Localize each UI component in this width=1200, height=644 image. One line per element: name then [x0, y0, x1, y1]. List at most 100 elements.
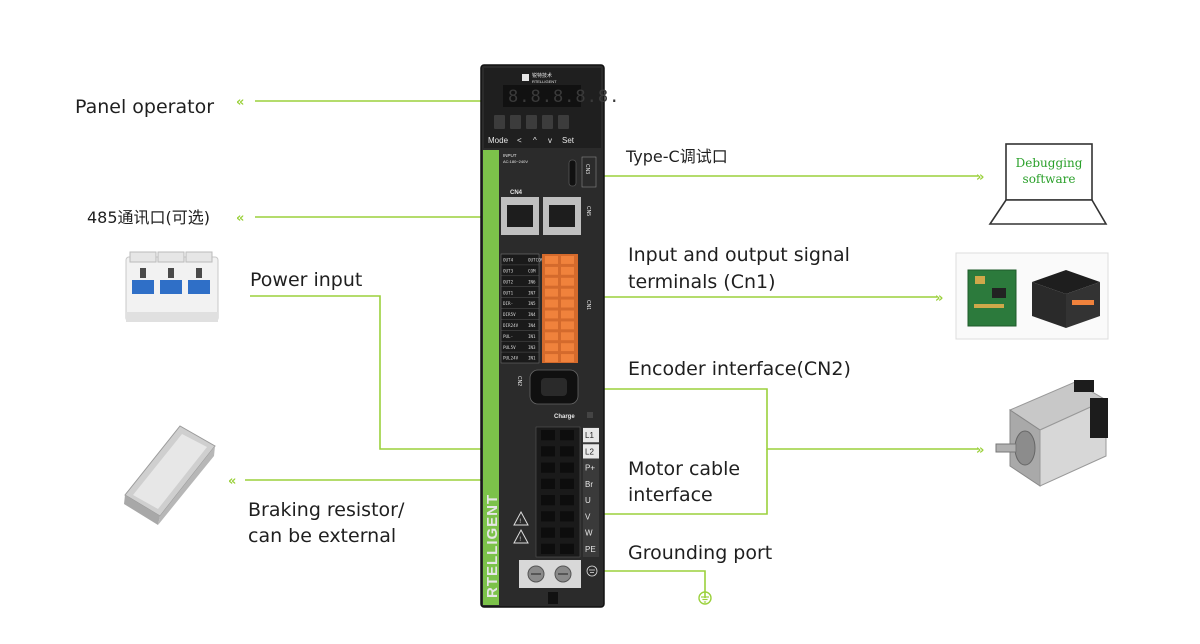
double-chevron-left-icon: « [236, 95, 244, 110]
power-terminal-slot [560, 446, 574, 457]
power-terminal-label: L2 [585, 447, 594, 456]
leader-lines [245, 100, 978, 598]
cn1-row-right-label: COM [528, 269, 536, 274]
cn1-row-left-label: PUL5V [503, 345, 516, 350]
key-up: ^ [533, 136, 537, 145]
cn1-row-right-label: IN3 [528, 345, 536, 350]
double-chevron-right-icon: » [976, 170, 984, 185]
laptop-screen-line2: software [1023, 172, 1076, 186]
laptop-image: Debugging software [988, 143, 1108, 225]
svg-text:!: ! [519, 518, 521, 525]
servo-driver: 锐特技术 RTELLIGENT 8.8.8.8.8. Mode < ^ v Se… [480, 64, 620, 608]
cn1-row-right-label: OUTCOM [528, 258, 544, 263]
circuit-breaker-image [125, 251, 219, 322]
power-terminal-slot [541, 430, 555, 441]
power-terminal-slot [541, 511, 555, 522]
callout-io-line2: terminals (Cn1) [628, 271, 776, 293]
cn1-row-left-label: DIR24V [503, 323, 519, 328]
cn1-pin [545, 299, 558, 308]
power-terminal-slot [560, 495, 574, 506]
cn1-pin [561, 299, 574, 308]
warning-icon: ! ! [513, 510, 529, 544]
power-terminal-label: W [585, 529, 593, 538]
cn1-pin [545, 343, 558, 352]
key-left: < [517, 136, 522, 145]
power-terminal-slot [560, 543, 574, 554]
double-chevron-left-icon: « [228, 474, 236, 489]
cn5-label: CN5 [585, 206, 591, 216]
cn1-row-left-label: OUT3 [503, 269, 514, 274]
cn1-pin [545, 332, 558, 341]
cn1-pin [561, 288, 574, 297]
callout-485-port: 485通讯口(可选) [87, 208, 211, 227]
cn1-row-left-label: PUL- [503, 334, 513, 339]
cn4-label: CN4 [510, 190, 523, 196]
cn1-row-left-label: DIR5V [503, 312, 516, 317]
power-terminal-slot [560, 527, 574, 538]
power-terminal-label: L1 [585, 431, 594, 440]
cn1-row-right-label: IN5 [528, 301, 536, 306]
cn1-row-right-label: IN4 [528, 312, 536, 317]
power-terminal-slot [541, 478, 555, 489]
seven-segment-display: 8.8.8.8.8. [508, 87, 620, 107]
cn1-pin [545, 288, 558, 297]
cn1-row-left-label: OUT2 [503, 279, 514, 284]
cn1-pins [545, 256, 574, 362]
charge-label: Charge [554, 414, 575, 420]
cn1-pin [561, 266, 574, 275]
double-chevron-right-icon: » [976, 443, 984, 458]
callout-power-input: Power input [250, 269, 363, 291]
cn1-pin [561, 354, 574, 362]
leader-power-input [250, 295, 548, 450]
type-c-port [568, 159, 577, 187]
callout-motor-line2: interface [628, 484, 713, 506]
double-chevron-right-icon: » [935, 291, 943, 306]
power-terminal-label: PE [585, 545, 596, 554]
power-terminal-slot [560, 478, 574, 489]
cn1-row-right-label: IN6 [528, 279, 536, 284]
cn1-row-left-label: OUT1 [503, 290, 514, 295]
cn1-row-right-label: IN1 [528, 356, 536, 361]
cn1-pin [545, 310, 558, 319]
power-terminal-slot [560, 462, 574, 473]
power-terminal-slot [541, 527, 555, 538]
cn1-row-left-label: PUL24V [503, 356, 519, 361]
cn3-label: CN3 [584, 164, 590, 174]
cn1-pin [545, 277, 558, 286]
cn1-row-left-label: OUT4 [503, 258, 514, 263]
cn1-row-right-label: IN4 [528, 323, 536, 328]
callout-io-line1: Input and output signal [628, 244, 850, 266]
brand-logo [522, 74, 529, 81]
laptop-screen-line1: Debugging [1016, 156, 1083, 170]
input-label: INPUT [503, 153, 517, 158]
callout-grounding: Grounding port [628, 542, 773, 564]
cn1-row-right-label: IN7 [528, 290, 536, 295]
controller-boards-image [955, 252, 1109, 340]
power-terminal-slot [541, 495, 555, 506]
power-terminal-label: Br [585, 480, 593, 489]
callout-braking-line1: Braking resistor/ [248, 499, 405, 521]
power-terminal-label: U [585, 496, 591, 505]
key-down: v [548, 136, 552, 145]
charge-led [587, 412, 593, 418]
callout-panel-operator: Panel operator [75, 96, 215, 118]
power-terminal-slot [541, 462, 555, 473]
brand-cn: 锐特技术 [532, 72, 552, 79]
cn1-row-left-label: DIR- [503, 301, 513, 306]
side-brand: RTELLIGENT [484, 494, 501, 598]
power-terminal-slot [560, 511, 574, 522]
power-terminal-label: V [585, 512, 591, 521]
leader-encoder [585, 388, 978, 450]
cn1-pin [561, 277, 574, 286]
callout-encoder: Encoder interface(CN2) [628, 358, 851, 380]
cn1-label: CN1 [585, 300, 591, 310]
callout-braking-line2: can be external [248, 525, 397, 547]
power-terminal-slot [560, 430, 574, 441]
cn1-row-right-label: IN1 [528, 334, 536, 339]
cn2-label: CN2 [516, 376, 522, 386]
power-terminal-cells [541, 430, 574, 554]
ground-icon [698, 591, 712, 605]
